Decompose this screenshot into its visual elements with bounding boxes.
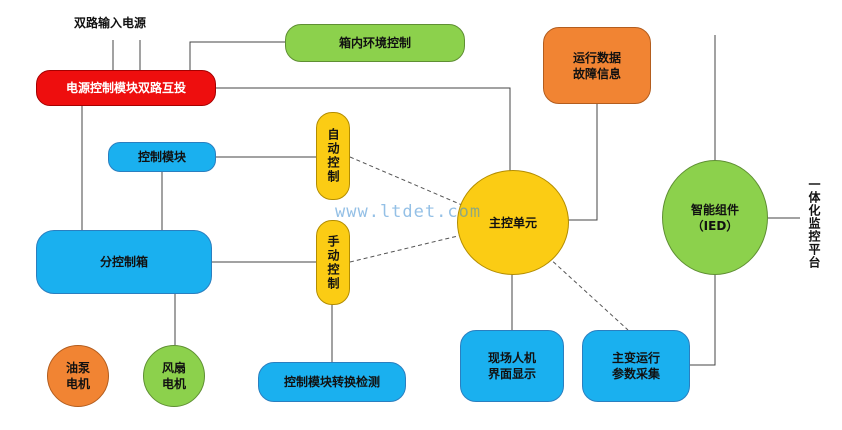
oil-pump-motor-label: 油泵 电机 [65, 361, 90, 391]
power-module[interactable]: 电源控制模块双路互投 [36, 70, 216, 106]
main-control-unit-label: 主控单元 [488, 215, 537, 230]
manual-control-label: 手动控制 [326, 234, 340, 291]
run-data-fault-info[interactable]: 运行数据 故障信息 [543, 27, 651, 104]
manual-control[interactable]: 手动控制 [316, 220, 350, 305]
control-module-label: 控制模块 [137, 150, 186, 164]
ied-component[interactable]: 智能组件 （IED） [662, 160, 768, 275]
input-label: 双路输入电源 [74, 16, 147, 30]
auto-control-label: 自动控制 [326, 128, 340, 184]
run-data-label: 运行数据 故障信息 [572, 50, 621, 81]
fan-motor[interactable]: 风扇 电机 [143, 345, 205, 407]
power-module-label: 电源控制模块双路互投 [65, 81, 186, 95]
env-control[interactable]: 箱内环境控制 [285, 24, 465, 62]
fan-motor-label: 风扇 电机 [161, 361, 186, 391]
transformer-params[interactable]: 主变运行 参数采集 [582, 330, 690, 402]
sub-control-box-label: 分控制箱 [99, 255, 148, 269]
transformer-params-label: 主变运行 参数采集 [611, 351, 660, 381]
monitoring-platform-label: 一体化监控平台 [807, 178, 821, 269]
auto-control[interactable]: 自动控制 [316, 112, 350, 200]
control-module[interactable]: 控制模块 [108, 142, 216, 172]
sub-control-box[interactable]: 分控制箱 [36, 230, 212, 294]
oil-pump-motor[interactable]: 油泵 电机 [47, 345, 109, 407]
watermark: www.ltdet.com [335, 202, 482, 222]
hmi-label: 现场人机 界面显示 [487, 351, 536, 381]
hmi-display[interactable]: 现场人机 界面显示 [460, 330, 564, 402]
env-control-label: 箱内环境控制 [338, 36, 411, 50]
switch-detect[interactable]: 控制模块转换检测 [258, 362, 406, 402]
main-control-unit[interactable]: 主控单元 [457, 170, 569, 275]
switch-detect-label: 控制模块转换检测 [283, 375, 380, 389]
ied-label: 智能组件 （IED） [690, 202, 739, 233]
